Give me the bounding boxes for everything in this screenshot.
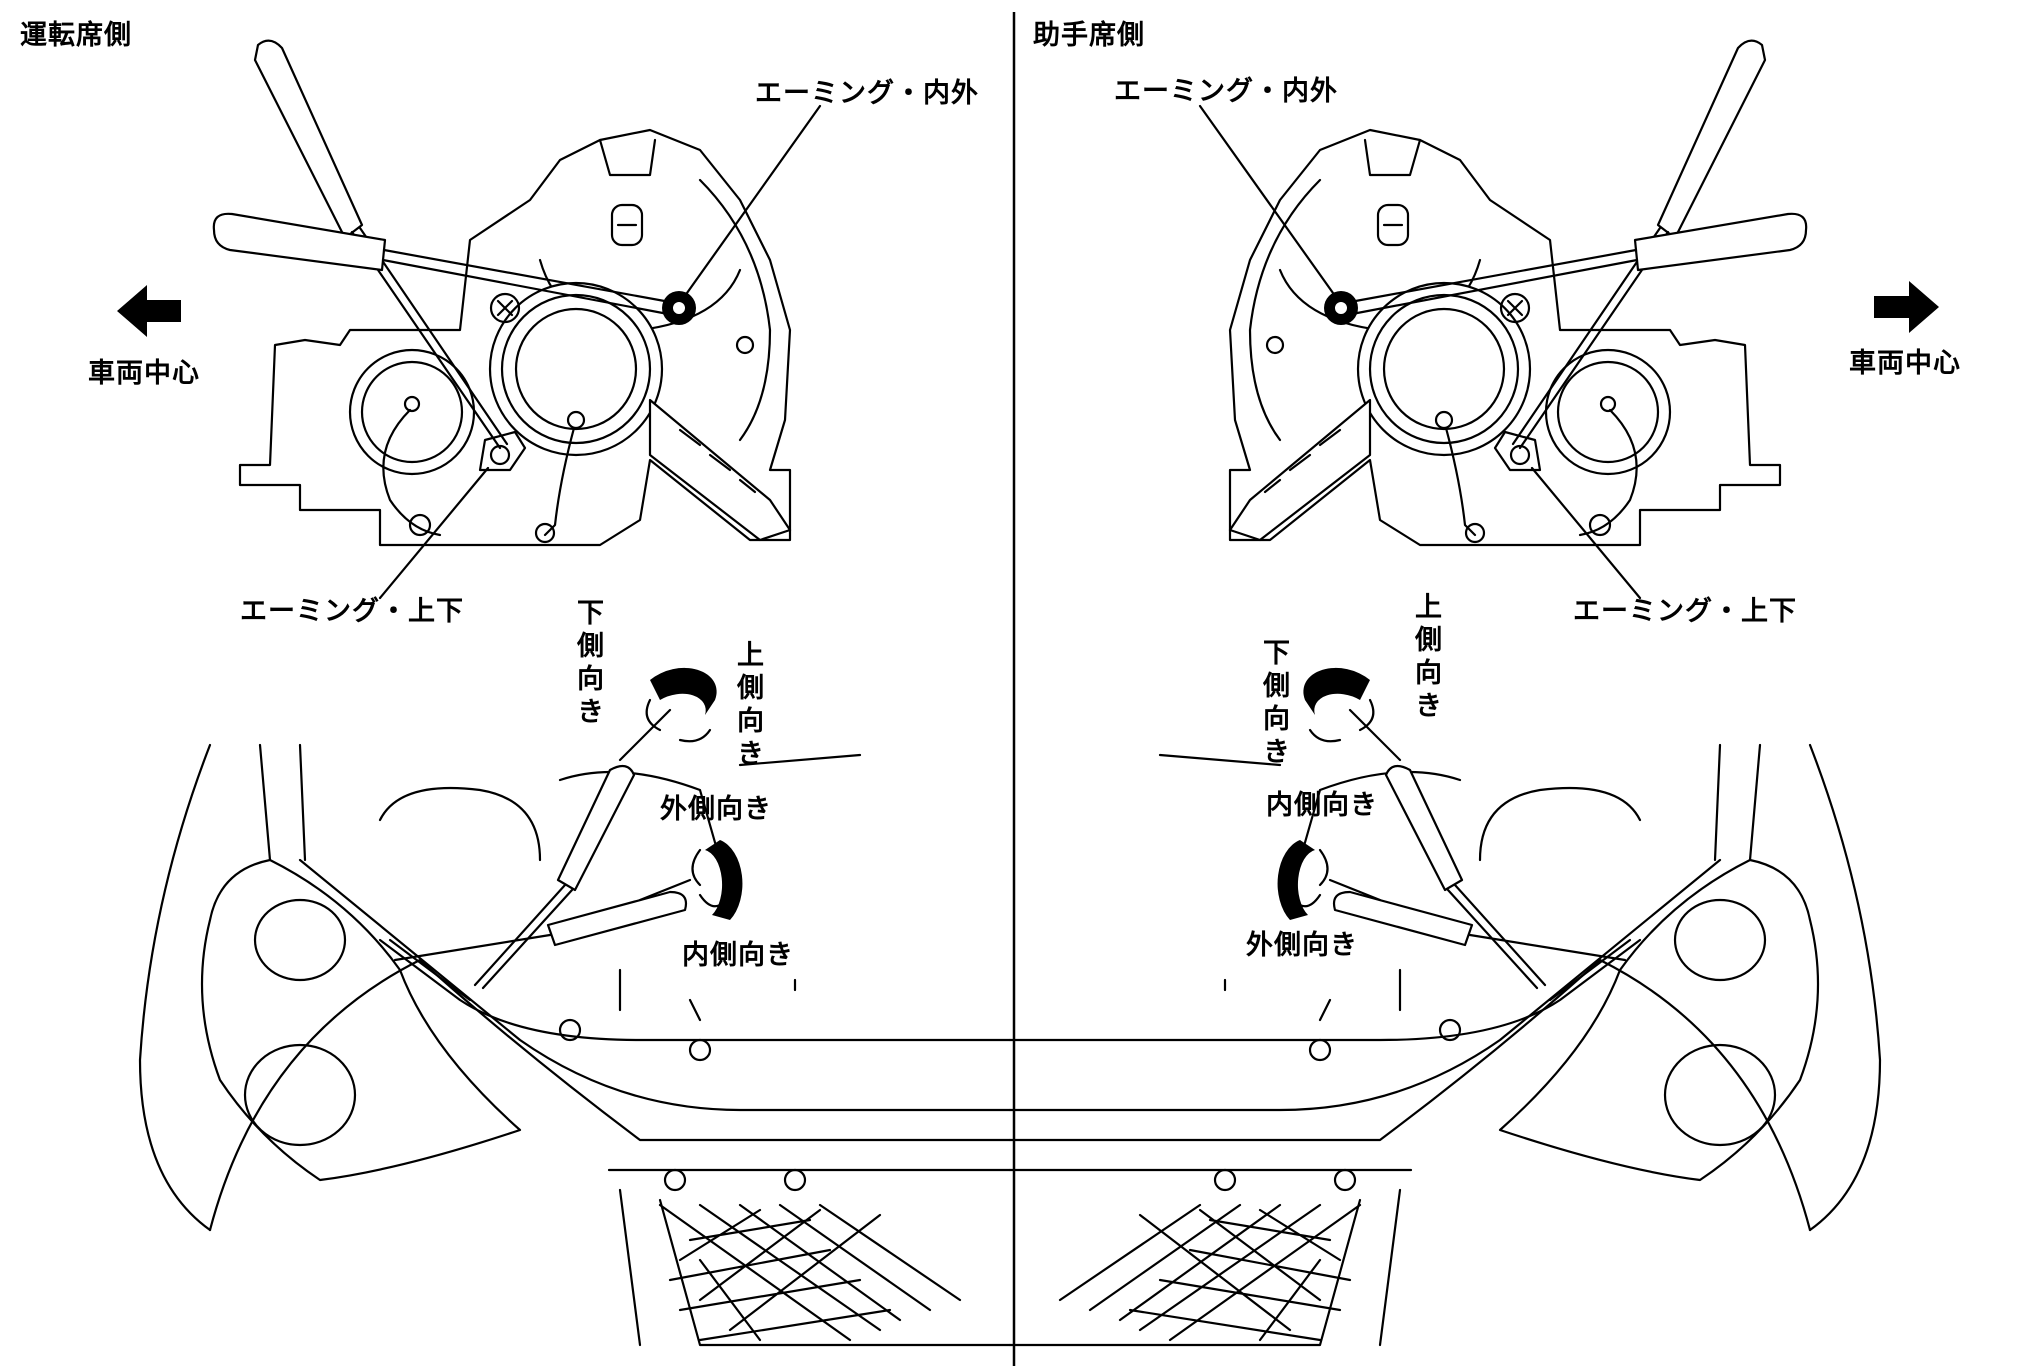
left-up-label: 上側向き: [732, 640, 763, 772]
left-aiming-horizontal-label: エーミング・内外: [755, 78, 979, 109]
passenger-side-headlamp-illustration: [1008, 39, 1882, 1347]
arrow-left-icon: [117, 285, 181, 337]
right-vehicle-center-label: 車両中心: [1849, 348, 1961, 379]
driver-side-title: 運転席側: [20, 20, 132, 51]
right-down-label: 下側向き: [1258, 638, 1289, 770]
passenger-side-title: 助手席側: [1033, 20, 1145, 51]
right-up-label: 上側向き: [1410, 592, 1441, 724]
right-aiming-horizontal-label: エーミング・内外: [1114, 76, 1338, 107]
left-aiming-vertical-label: エーミング・上下: [240, 596, 464, 627]
left-outward-label: 外側向き: [660, 794, 772, 825]
left-vehicle-center-label: 車両中心: [88, 358, 200, 389]
right-aiming-vertical-label: エーミング・上下: [1573, 596, 1797, 627]
left-inward-label: 内側向き: [682, 940, 794, 971]
right-outward-label: 外側向き: [1246, 930, 1358, 961]
arrow-right-icon: [1874, 281, 1939, 333]
right-inward-label: 内側向き: [1266, 790, 1378, 821]
left-down-label: 下側向き: [572, 598, 603, 730]
